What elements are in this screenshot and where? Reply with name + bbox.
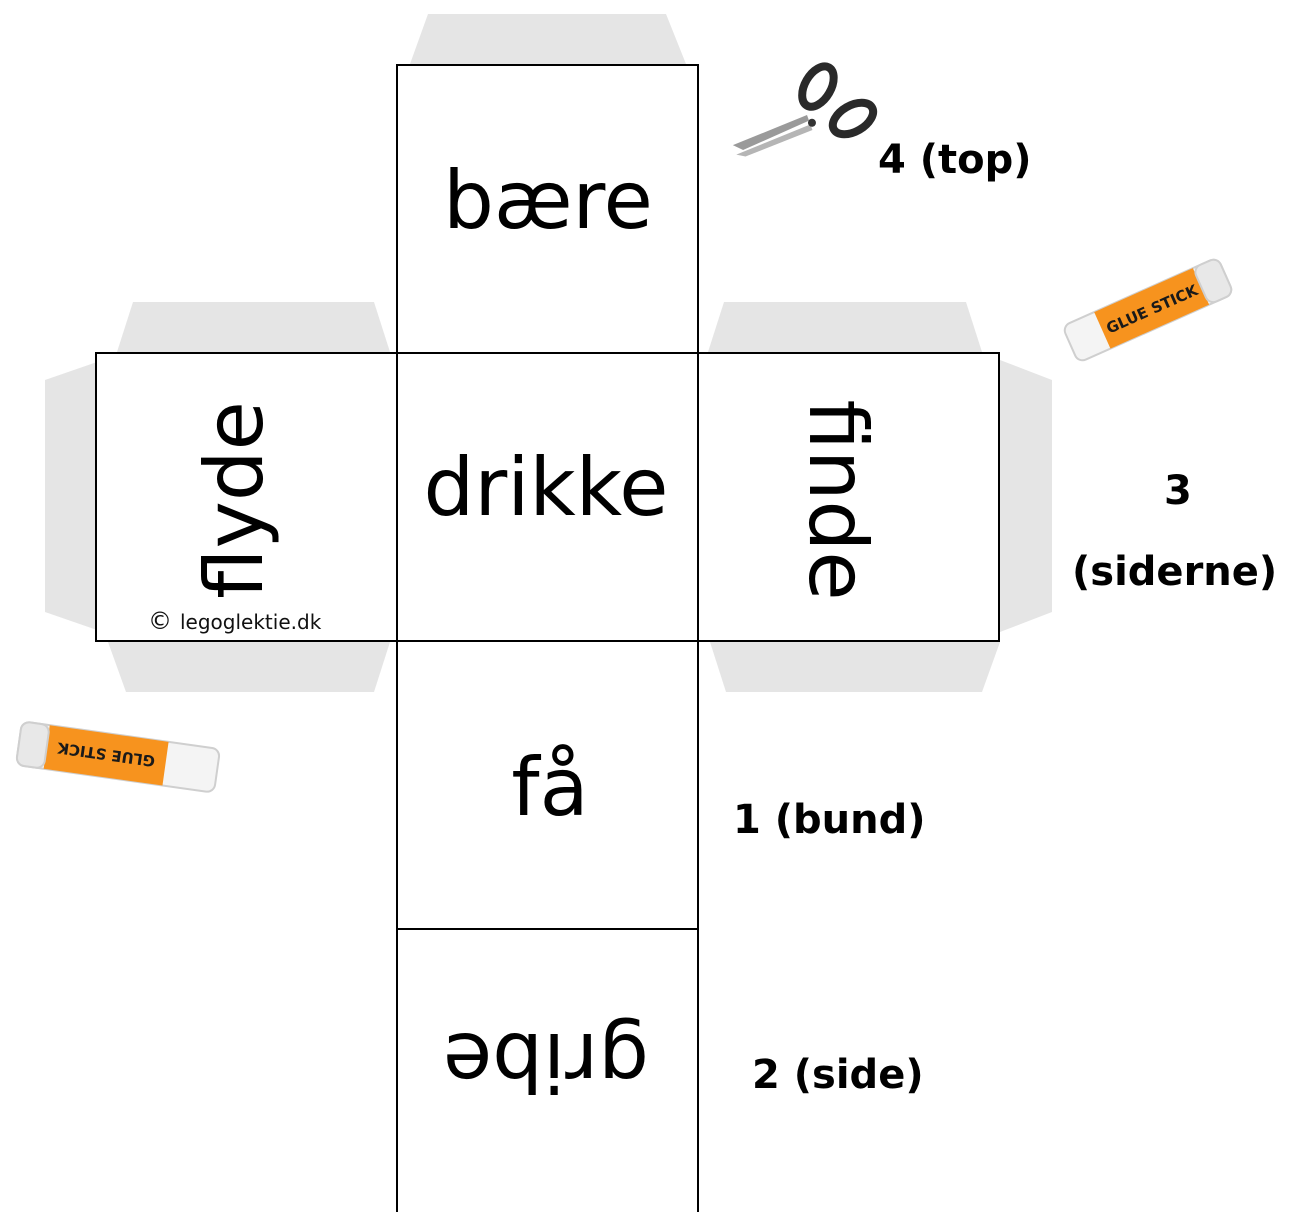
word-last: gribe	[443, 1015, 649, 1108]
face-top	[396, 64, 699, 354]
tab-right-side	[1000, 360, 1052, 632]
glue-stick-icon: GLUE STICK	[1063, 258, 1233, 362]
face-borders	[95, 64, 1000, 930]
word-right: finde	[791, 399, 884, 600]
face-bottom	[396, 640, 699, 930]
label-sides-text: (siderne)	[1072, 549, 1278, 595]
tab-left-bottom	[108, 642, 390, 692]
label-side: 2 (side)	[752, 1052, 924, 1098]
face-last-border	[396, 928, 699, 1212]
face-right	[697, 352, 1000, 642]
word-bottom: få	[511, 741, 588, 834]
word-center: drikke	[424, 441, 669, 534]
tab-right-top	[708, 302, 982, 352]
glue-tabs	[45, 14, 1052, 692]
face-left	[95, 352, 398, 642]
tab-left-side	[45, 362, 97, 630]
copyright-note: © legoglektie.dk	[148, 607, 321, 635]
label-bottom: 1 (bund)	[733, 797, 926, 843]
tab-left-top	[117, 302, 390, 352]
word-top: bære	[443, 154, 653, 247]
word-left: flyde	[188, 401, 281, 599]
glue-stick-icon: GLUE STICK	[15, 721, 221, 793]
copyright-symbol: ©	[148, 607, 172, 635]
tab-top	[410, 14, 686, 64]
tab-right-bottom	[710, 642, 1000, 692]
copyright-text: legoglektie.dk	[180, 610, 322, 634]
label-top: 4 (top)	[878, 137, 1032, 183]
label-sides-number: 3	[1164, 468, 1192, 514]
scissors-icon	[732, 62, 878, 157]
